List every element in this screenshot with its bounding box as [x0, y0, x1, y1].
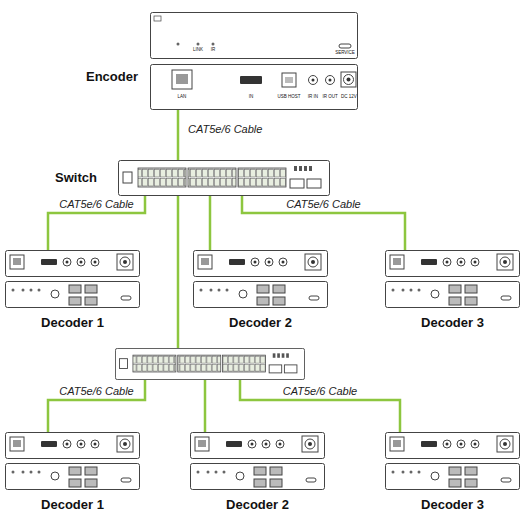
- device-name: Decoder 2: [226, 498, 289, 511]
- decoder-device: [191, 433, 325, 490]
- cable-label: CAT5e/6 Cable: [281, 385, 359, 397]
- port-label: LAN: [178, 95, 187, 100]
- port-label: IR: [211, 48, 216, 53]
- cable-connector: [209, 196, 212, 250]
- decoder-box: Decoder 3: [385, 250, 520, 308]
- cable-connector: [177, 196, 180, 348]
- device-name: Decoder 2: [229, 316, 292, 329]
- port-label: DC 12V: [341, 95, 357, 100]
- decoder-device: [386, 433, 520, 490]
- decoder-box: Decoder 2: [190, 432, 325, 490]
- cable-connector: [240, 380, 400, 432]
- cable-label: CAT5e/6 Cable: [284, 198, 362, 210]
- decoder-box: Decoder 2: [193, 250, 328, 308]
- cable-connector: [48, 196, 145, 250]
- device-name: Decoder 3: [421, 498, 484, 511]
- encoder-device: [151, 13, 358, 110]
- decoder-device: [194, 251, 328, 308]
- cable-connector: [177, 110, 180, 160]
- decoder-box: Decoder 3: [385, 432, 520, 490]
- switch-device: [119, 161, 330, 196]
- device-name: Encoder: [86, 70, 138, 83]
- cable-connector: [204, 380, 207, 432]
- device-name: Decoder 1: [41, 498, 104, 511]
- decoder-box: Decoder 1: [5, 432, 140, 490]
- port-label: SERVICE: [335, 51, 355, 56]
- port-label: IR OUT: [322, 95, 337, 100]
- port-label: IN: [249, 95, 254, 100]
- port-label: IR IN: [308, 95, 318, 100]
- switch-box: Switch: [118, 160, 330, 196]
- encoder-box: EncoderLINKIRSERVICELANINUSB HOSTIR INIR…: [150, 12, 358, 110]
- decoder-device: [386, 251, 520, 308]
- switch-box: [115, 348, 305, 380]
- decoder-device: [6, 433, 140, 490]
- cable-label: CAT5e/6 Cable: [186, 123, 264, 135]
- cable-connector: [242, 196, 405, 250]
- cable-label: CAT5e/6 Cable: [57, 385, 135, 397]
- port-label: USB HOST: [277, 95, 300, 100]
- cable-connector: [48, 380, 145, 432]
- device-name: Switch: [55, 171, 97, 184]
- decoder-box: Decoder 1: [5, 250, 140, 308]
- cable-label: CAT5e/6 Cable: [57, 198, 135, 210]
- device-name: Decoder 3: [421, 316, 484, 329]
- switch-device: [115, 348, 304, 379]
- device-name: Decoder 1: [41, 316, 104, 329]
- port-label: LINK: [193, 48, 203, 53]
- decoder-device: [6, 251, 140, 308]
